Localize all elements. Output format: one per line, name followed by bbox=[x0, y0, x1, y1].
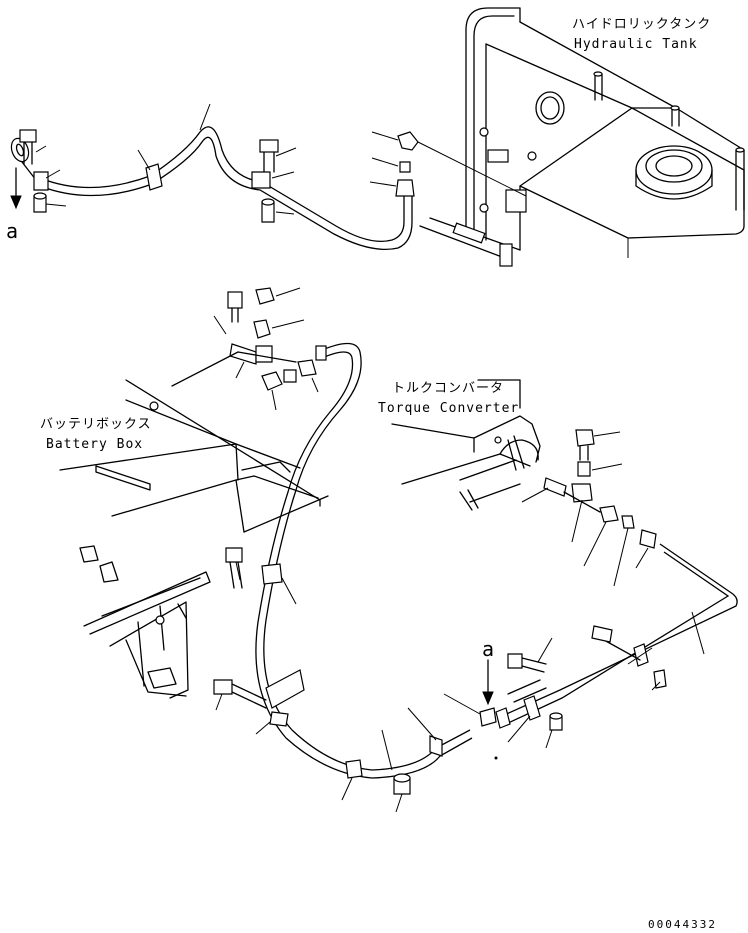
drawing-number: 00044332 bbox=[648, 918, 717, 931]
battery-box-label-en: Battery Box bbox=[46, 437, 143, 452]
battery-box bbox=[59, 379, 329, 699]
torque-converter-label-en: Torque Converter bbox=[378, 401, 519, 416]
torque-converter-label-jp: トルクコンバータ bbox=[392, 381, 504, 396]
hydraulic-tank-label-jp: ハイドロリックタンク bbox=[572, 17, 711, 32]
battery-box-label-jp: バッテリボックス bbox=[40, 417, 152, 432]
torque-converter bbox=[391, 379, 657, 587]
view-marker-top: a bbox=[6, 219, 18, 243]
middle-hose-assembly bbox=[171, 287, 473, 813]
top-hose-assembly bbox=[10, 103, 527, 251]
right-pipe-assembly bbox=[443, 543, 738, 760]
hydraulic-tank-label-en: Hydraulic Tank bbox=[574, 37, 698, 52]
hydraulic-tank bbox=[419, 7, 745, 267]
view-marker-bottom: a bbox=[482, 637, 494, 661]
